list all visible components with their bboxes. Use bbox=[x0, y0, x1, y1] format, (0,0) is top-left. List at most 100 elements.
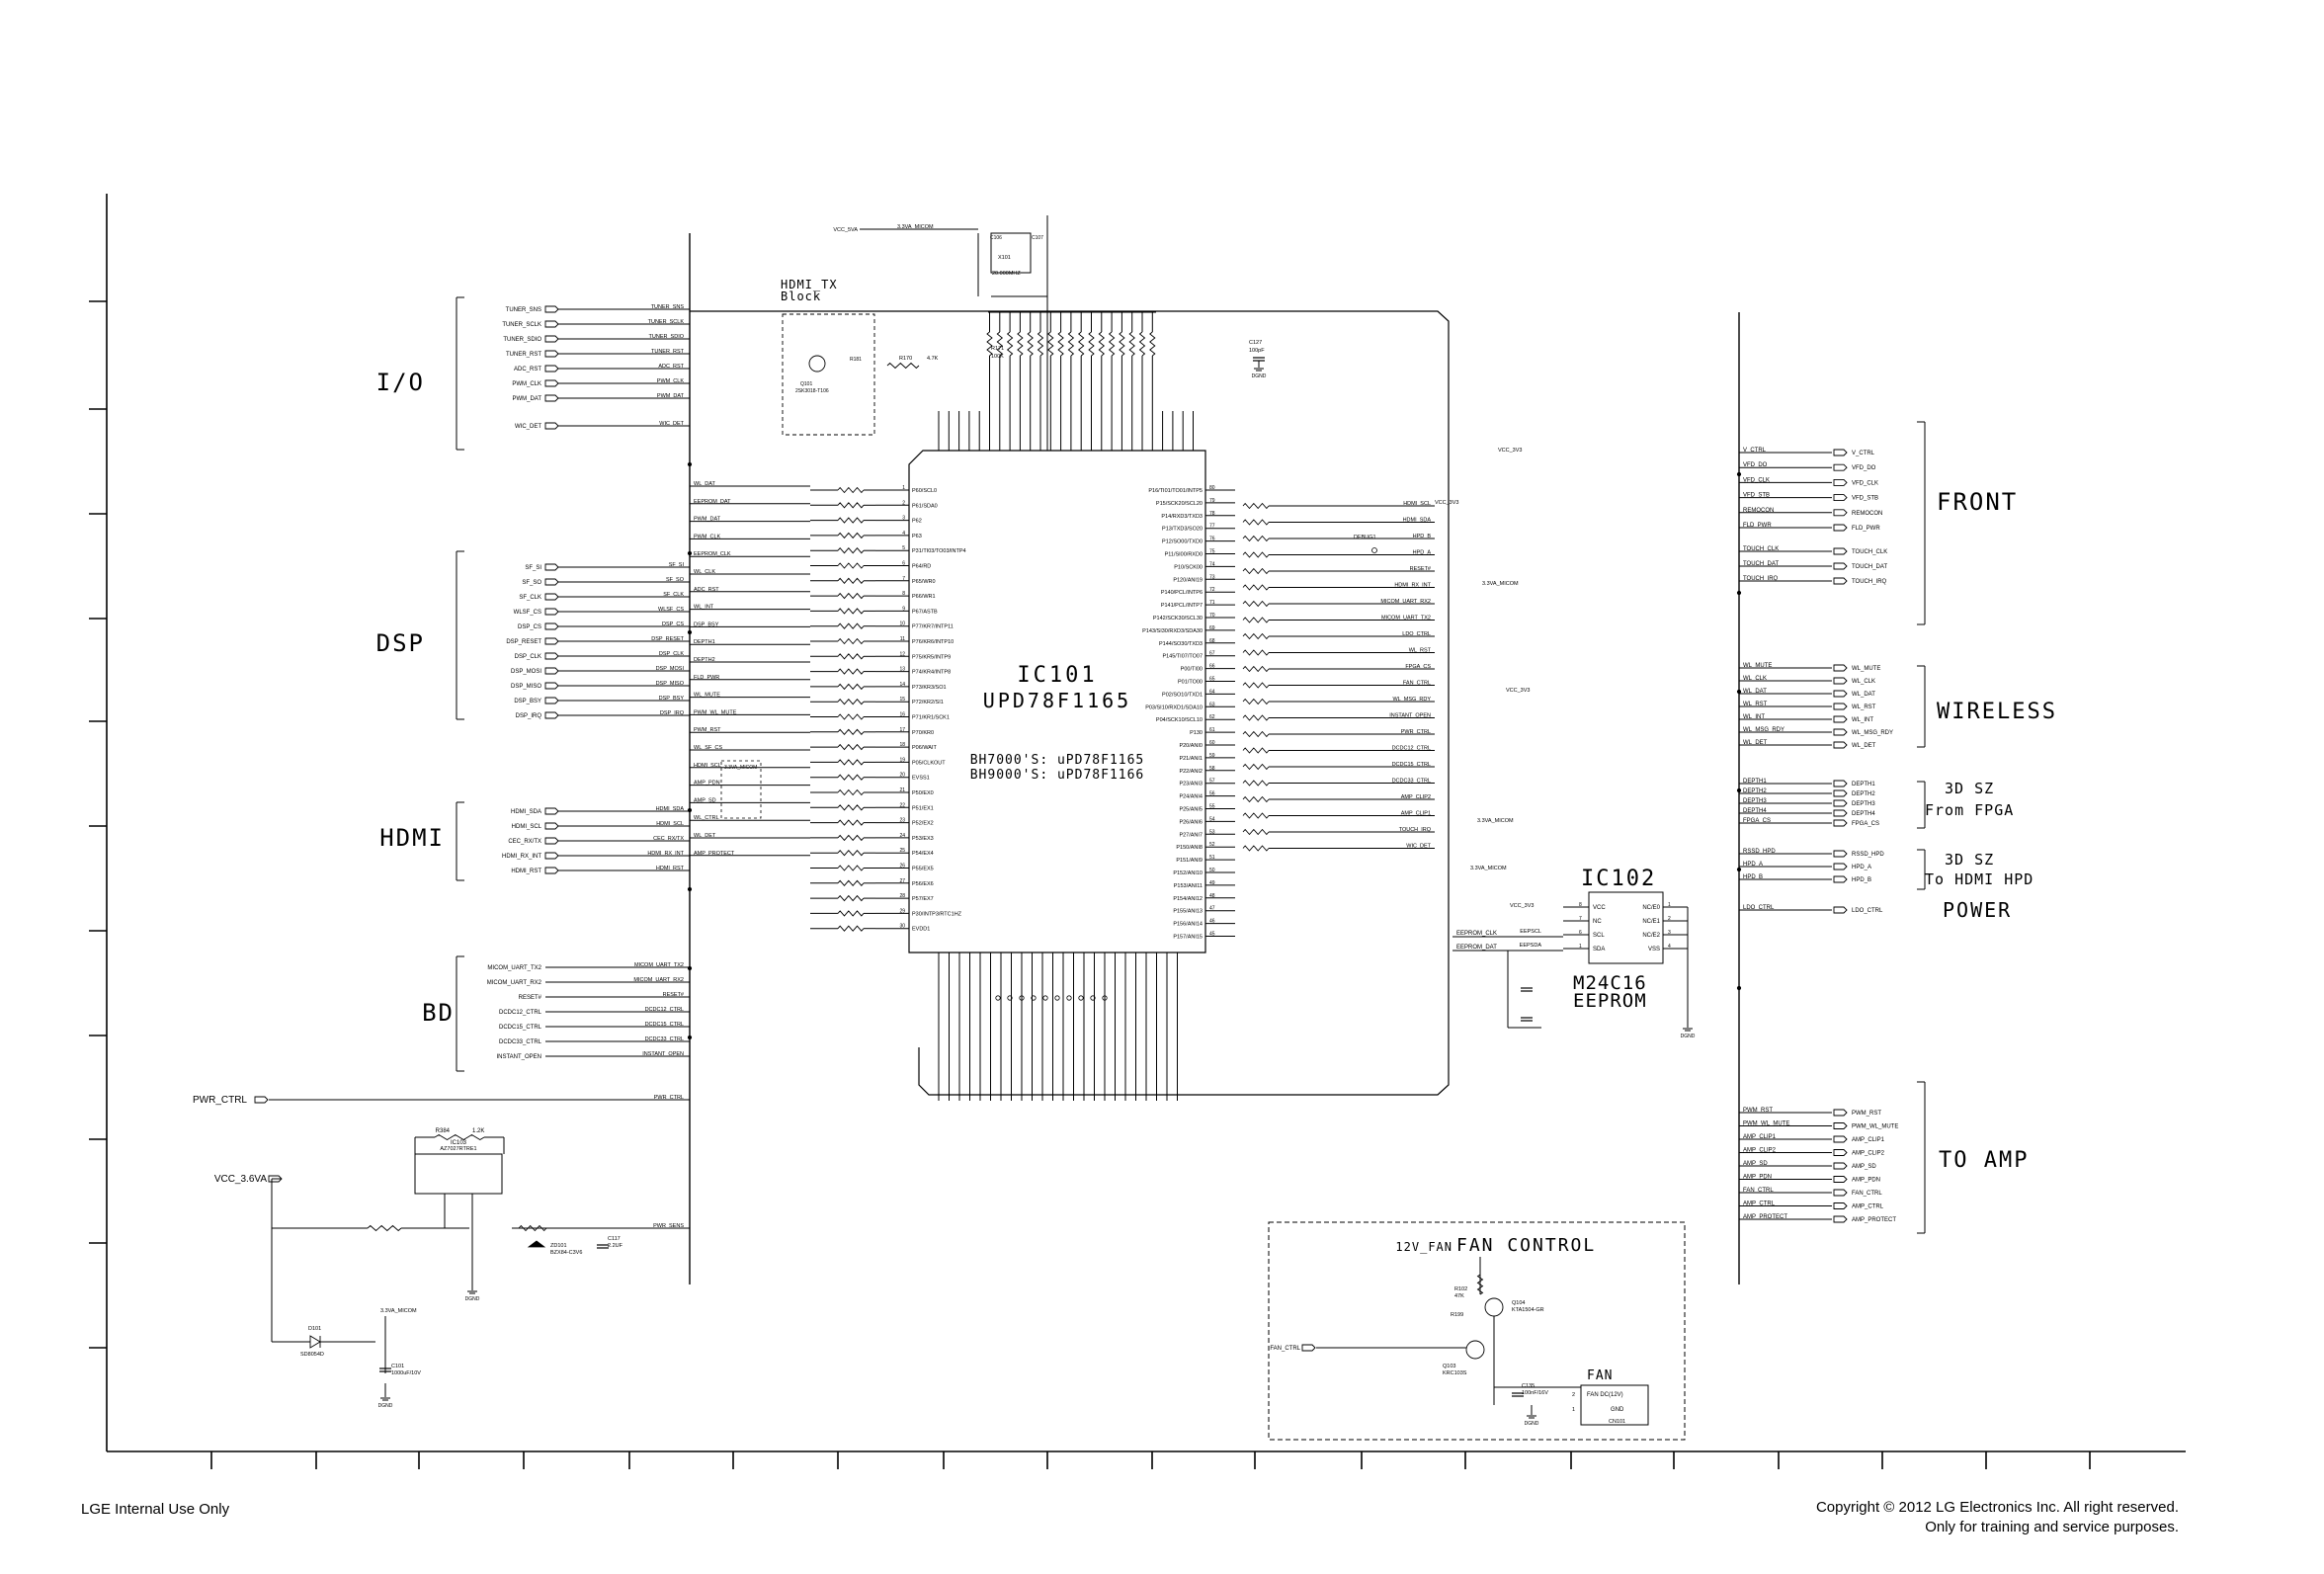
r199-ref: R199 bbox=[1451, 1312, 1463, 1318]
footer-copyright: Copyright © 2012 LG Electronics Inc. All… bbox=[1816, 1498, 2179, 1537]
vcc-port-label: VCC_3.6VA bbox=[214, 1174, 268, 1185]
ic101-right-pin-name: P11/SI00/RXD0 bbox=[1165, 552, 1203, 558]
net-label-io: WIC_DET bbox=[659, 421, 684, 427]
port-label-dsp: DSP_RESET bbox=[506, 639, 541, 645]
ic101-right-pin-name: P130 bbox=[1190, 730, 1203, 736]
junction-dot bbox=[687, 461, 693, 467]
port-label-io: PWM_CLK bbox=[512, 381, 541, 387]
ic101-right-pin-number: 65 bbox=[1209, 677, 1215, 683]
mcu-right-net-label: HPD_B bbox=[1413, 534, 1432, 539]
footer-internal-use: LGE Internal Use Only bbox=[81, 1501, 230, 1518]
mcu-net-label: WL_INT bbox=[694, 605, 714, 611]
net-label-io: TUNER_RST bbox=[651, 349, 685, 355]
pullup-resistor-icon bbox=[1047, 331, 1054, 357]
series-resistor-icon bbox=[1242, 747, 1270, 754]
net-label-io: PWM_CLK bbox=[657, 378, 685, 384]
port-label-front: VFD_STB bbox=[1852, 496, 1878, 502]
net-label-dsp: DSP_CLK bbox=[659, 651, 684, 657]
port-label-io: TUNER_SNS bbox=[506, 307, 541, 313]
series-resistor-icon bbox=[1242, 632, 1270, 640]
right-net-label-wireless: WL_DET bbox=[1743, 740, 1768, 746]
ic101-right-pin-number: 64 bbox=[1209, 689, 1215, 695]
series-resistor-icon bbox=[1242, 795, 1270, 803]
right-net-label-amp: PWM_RST bbox=[1743, 1108, 1773, 1114]
rail-label: 3.3VA_MICOM bbox=[897, 224, 934, 230]
ic102-pin-name: NC bbox=[1593, 919, 1602, 925]
d101-ref: D101 bbox=[308, 1326, 321, 1332]
series-resistor-icon bbox=[837, 788, 865, 796]
c101-value: 1000uF/10V bbox=[391, 1370, 421, 1376]
port-label-hpd: HPD_B bbox=[1852, 877, 1871, 883]
port-label-io: WIC_DET bbox=[515, 424, 541, 430]
port-label-wireless: WL_MUTE bbox=[1852, 666, 1880, 672]
net-label-io: ADC_RST bbox=[658, 364, 684, 370]
junction-dot bbox=[687, 886, 693, 892]
pullup-resistor-icon bbox=[1037, 331, 1044, 357]
eep-scl-label: EEPSCL bbox=[1520, 929, 1541, 935]
port-label-touch: TOUCH_DAT bbox=[1852, 564, 1887, 570]
port-connector-icon bbox=[544, 365, 559, 373]
ic101-right-pin-number: 52 bbox=[1209, 842, 1215, 848]
r102-ref: R102 bbox=[1454, 1286, 1467, 1292]
ic102-pin-number: 7 bbox=[1579, 916, 1582, 922]
port-label-bd: DCDC12_CTRL bbox=[499, 1010, 542, 1016]
port-connector-icon bbox=[544, 394, 559, 402]
port-connector-icon bbox=[1833, 780, 1848, 787]
ic101-right-pin-name: P27/ANI7 bbox=[1179, 832, 1203, 838]
net-label-io: TUNER_SDIO bbox=[649, 334, 685, 340]
right-net-label-front: VFD_STB bbox=[1743, 493, 1770, 499]
port-label-amp: PWM_WL_MUTE bbox=[1852, 1124, 1898, 1130]
zd101-part: BZX84-C3V6 bbox=[550, 1250, 582, 1256]
net-label-dsp: WLSF_CS bbox=[658, 607, 684, 613]
ic101-left-pin-number: 13 bbox=[899, 667, 905, 673]
ic101-left-pin-name: P53/EX3 bbox=[912, 836, 934, 842]
series-resistor-icon bbox=[1242, 780, 1270, 787]
ic101-right-pin-name: P01/TO00 bbox=[1178, 680, 1203, 686]
right-net-label-fpga: FPGA_CS bbox=[1743, 818, 1771, 824]
pullup-resistor-icon bbox=[986, 331, 993, 357]
cap-value: 100pF bbox=[1249, 348, 1265, 354]
net-label-dsp: SF_SO bbox=[666, 577, 685, 583]
net-label-io: TUNER_SCLK bbox=[648, 319, 685, 325]
ic101-right-pin-number: 79 bbox=[1209, 498, 1215, 504]
port-label-hdmi: HDMI_RST bbox=[511, 869, 541, 874]
mcu-right-net-label: DCDC15_CTRL bbox=[1392, 762, 1431, 768]
ic102-pin-name: VCC bbox=[1593, 905, 1606, 911]
c117-ref: C117 bbox=[608, 1236, 621, 1242]
pullup-resistor-icon bbox=[1119, 331, 1125, 357]
mcu-right-net-label: WL_MSG_RDY bbox=[1392, 697, 1431, 703]
series-resistor-icon bbox=[837, 592, 865, 600]
ic102-part: M24C16 bbox=[1573, 972, 1647, 994]
port-label-amp: AMP_PDN bbox=[1852, 1178, 1880, 1184]
port-label-fpga: DEPTH2 bbox=[1852, 791, 1875, 797]
mcu-net-label: ADC_RST bbox=[694, 587, 719, 593]
right-net-label-amp: AMP_PROTECT bbox=[1743, 1214, 1787, 1220]
series-resistor-icon bbox=[837, 850, 865, 857]
ic101-left-pin-name: P56/EX6 bbox=[912, 881, 934, 887]
connector-icon bbox=[544, 422, 559, 430]
net-label-dsp: DSP_MISO bbox=[656, 681, 685, 687]
right-net-label-front: V_CTRL bbox=[1743, 448, 1767, 454]
micom-dashed-box bbox=[720, 760, 762, 819]
ic101-right-pin-number: 69 bbox=[1209, 625, 1215, 631]
ic101-right-pin-name: P10/SCK00 bbox=[1174, 564, 1203, 570]
port-connector-icon bbox=[544, 822, 559, 830]
ic101-left-pin-name: P66/WR1 bbox=[912, 594, 936, 600]
net-label-bd: DCDC15_CTRL bbox=[645, 1022, 684, 1028]
ic101-left-pin-name: P05/CLKOUT bbox=[912, 760, 946, 766]
right-net-label-touch: TOUCH_IRQ bbox=[1743, 576, 1779, 582]
ic101-left-pin-name: P51/EX1 bbox=[912, 805, 934, 811]
ic101-right-pin-name: P155/ANI13 bbox=[1173, 909, 1203, 915]
port-connector-icon bbox=[1833, 819, 1848, 827]
ic101-left-pin-number: 4 bbox=[902, 531, 905, 537]
q101-part: 2SK3018-T106 bbox=[795, 388, 829, 394]
test-point-icon bbox=[1054, 995, 1060, 1001]
pullup-resistor-icon bbox=[1027, 331, 1034, 357]
port-connector-icon bbox=[1833, 863, 1848, 870]
mcu-right-net-label: LDO_CTRL bbox=[1402, 631, 1431, 637]
port-connector-icon bbox=[1833, 741, 1848, 749]
res-ref: R171 bbox=[991, 346, 1004, 352]
ic101-right-pin-name: P150/ANI8 bbox=[1176, 845, 1203, 851]
port-label-bd: RESET# bbox=[519, 995, 542, 1001]
